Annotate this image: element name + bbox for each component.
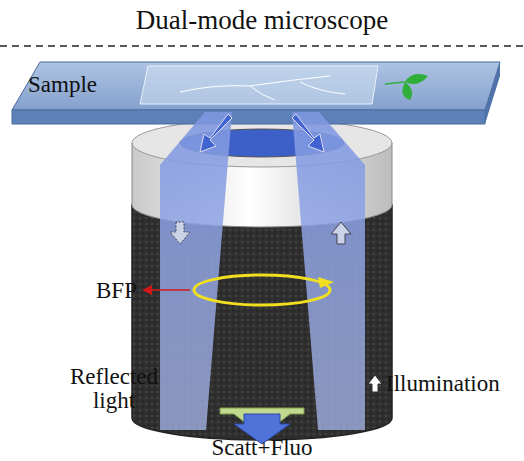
sample-region	[140, 66, 378, 104]
reflected-label: Reflected light	[64, 365, 164, 413]
sample-label: Sample	[28, 73, 97, 97]
bfp-leader-head	[142, 285, 152, 295]
output-label: Scatt+Fluo	[211, 436, 312, 460]
up-arrow	[331, 222, 351, 244]
down-arrow	[170, 222, 190, 244]
illumination-arrow	[292, 114, 324, 152]
bfp-ring-head	[318, 277, 334, 288]
illumination-beam	[292, 112, 365, 430]
figure-title: Dual-mode microscope	[136, 6, 389, 34]
reflected-arrow	[200, 114, 232, 152]
bfp-ring	[194, 275, 330, 305]
illumination-symbol	[368, 375, 382, 392]
illumination-label: Illumination	[386, 372, 500, 396]
plant-leaves	[402, 74, 428, 100]
separator-line	[0, 45, 524, 47]
bfp-label: BFP	[96, 279, 137, 303]
sample-roots	[180, 76, 345, 100]
reflected-beam	[160, 112, 232, 430]
bfp-leader	[150, 289, 190, 291]
plant-stem	[385, 82, 405, 84]
slide-edge	[12, 110, 485, 124]
glass-slide	[12, 62, 500, 110]
slide-side	[485, 62, 500, 124]
